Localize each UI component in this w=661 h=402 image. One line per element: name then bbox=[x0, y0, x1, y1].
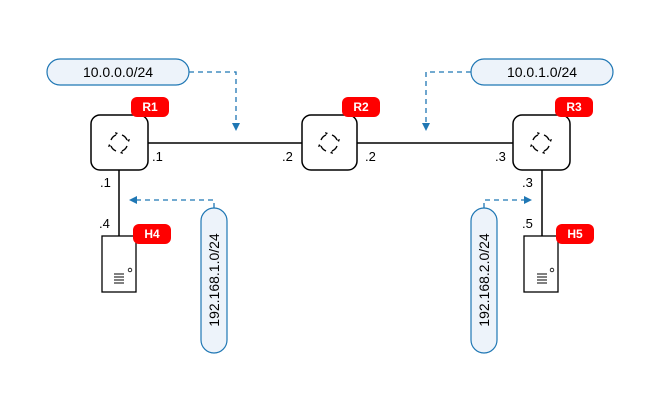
svg-text:R1: R1 bbox=[142, 100, 158, 114]
svg-text:10.0.0.0/24: 10.0.0.0/24 bbox=[83, 64, 153, 80]
svg-text:R3: R3 bbox=[566, 100, 582, 114]
router-r1[interactable] bbox=[90, 114, 149, 171]
router-r2-tag: R2 bbox=[342, 97, 380, 117]
subnet-label-r3-h5: 192.168.2.0/24 bbox=[470, 207, 498, 354]
iface-r1-to-r2: .1 bbox=[152, 149, 163, 164]
router-r1-tag: R1 bbox=[131, 97, 169, 117]
host-h4[interactable] bbox=[101, 235, 137, 293]
subnet-label-r1-h4: 192.168.1.0/24 bbox=[200, 207, 228, 354]
svg-text:192.168.2.0/24: 192.168.2.0/24 bbox=[476, 233, 492, 327]
svg-text:R2: R2 bbox=[353, 100, 369, 114]
iface-r1-to-h4: .1 bbox=[100, 175, 111, 190]
subnet-pointer-r2-r3 bbox=[422, 71, 471, 131]
subnet-pointer-r1-h4 bbox=[129, 196, 215, 208]
router-r3[interactable] bbox=[512, 114, 571, 171]
iface-h4-to-r1: .4 bbox=[99, 216, 110, 231]
router-r2[interactable] bbox=[301, 114, 358, 171]
svg-text:192.168.1.0/24: 192.168.1.0/24 bbox=[206, 233, 222, 327]
iface-h5-to-r3: .5 bbox=[522, 216, 533, 231]
server-icon bbox=[114, 267, 133, 284]
host-h4-tag: H4 bbox=[133, 224, 171, 244]
subnet-label-r2-r3: 10.0.1.0/24 bbox=[470, 58, 614, 86]
subnet-pointer-r1-r2 bbox=[189, 71, 240, 131]
server-icon bbox=[537, 267, 555, 284]
subnet-label-r1-r2: 10.0.0.0/24 bbox=[46, 58, 190, 86]
subnet-pointer-r3-h5 bbox=[483, 196, 532, 208]
router-r3-tag: R3 bbox=[555, 97, 593, 117]
iface-r2-to-r1: .2 bbox=[282, 149, 293, 164]
svg-text:H4: H4 bbox=[144, 227, 160, 241]
svg-text:H5: H5 bbox=[567, 227, 583, 241]
svg-text:10.0.1.0/24: 10.0.1.0/24 bbox=[507, 64, 577, 80]
iface-r3-to-h5: .3 bbox=[522, 175, 533, 190]
iface-r2-to-r3: .2 bbox=[365, 149, 376, 164]
host-h5[interactable] bbox=[523, 235, 559, 293]
iface-r3-to-r2: .3 bbox=[495, 149, 506, 164]
host-h5-tag: H5 bbox=[556, 224, 594, 244]
